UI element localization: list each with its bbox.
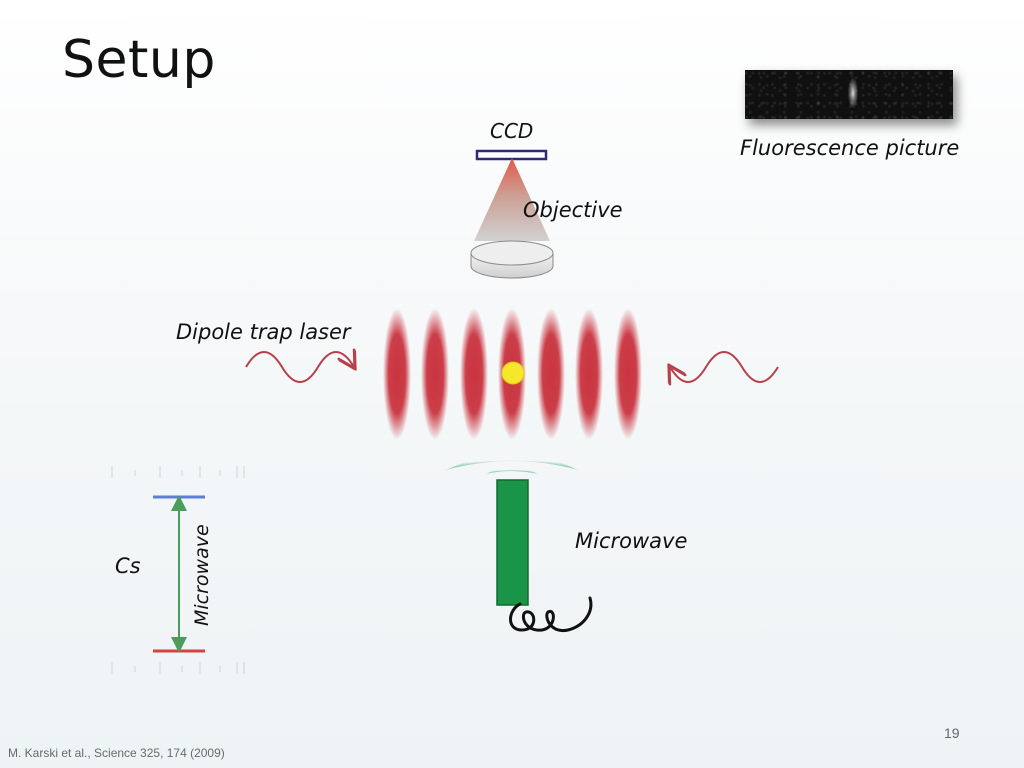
laser-wave-left — [245, 352, 354, 383]
dipole-trap-lattice — [383, 308, 642, 440]
atom-fluorescence-spot — [848, 78, 858, 108]
fluorescence-image — [745, 70, 953, 119]
energy-level-diagram — [111, 466, 245, 674]
light-cone — [474, 158, 550, 241]
trapped-atom — [501, 361, 525, 385]
microwave-transition-label: Microwave — [191, 524, 213, 626]
antenna-cable — [509, 596, 593, 633]
ccd-chip — [475, 149, 548, 161]
laser-wave-right — [670, 351, 779, 382]
cs-label: Cs — [115, 554, 141, 578]
microwave-antenna — [496, 479, 529, 606]
dipole-laser-label: Dipole trap laser — [176, 320, 351, 344]
fluorescence-label: Fluorescence picture — [740, 136, 960, 160]
ccd-label: CCD — [490, 119, 534, 143]
objective-lens — [470, 240, 554, 279]
objective-label: Objective — [523, 198, 623, 222]
citation: M. Karski et al., Science 325, 174 (2009… — [8, 746, 225, 760]
microwave-wavefronts — [446, 454, 578, 474]
slide-title: Setup — [62, 30, 216, 90]
microwave-antenna-label: Microwave — [575, 529, 688, 553]
page-number: 19 — [944, 725, 960, 741]
